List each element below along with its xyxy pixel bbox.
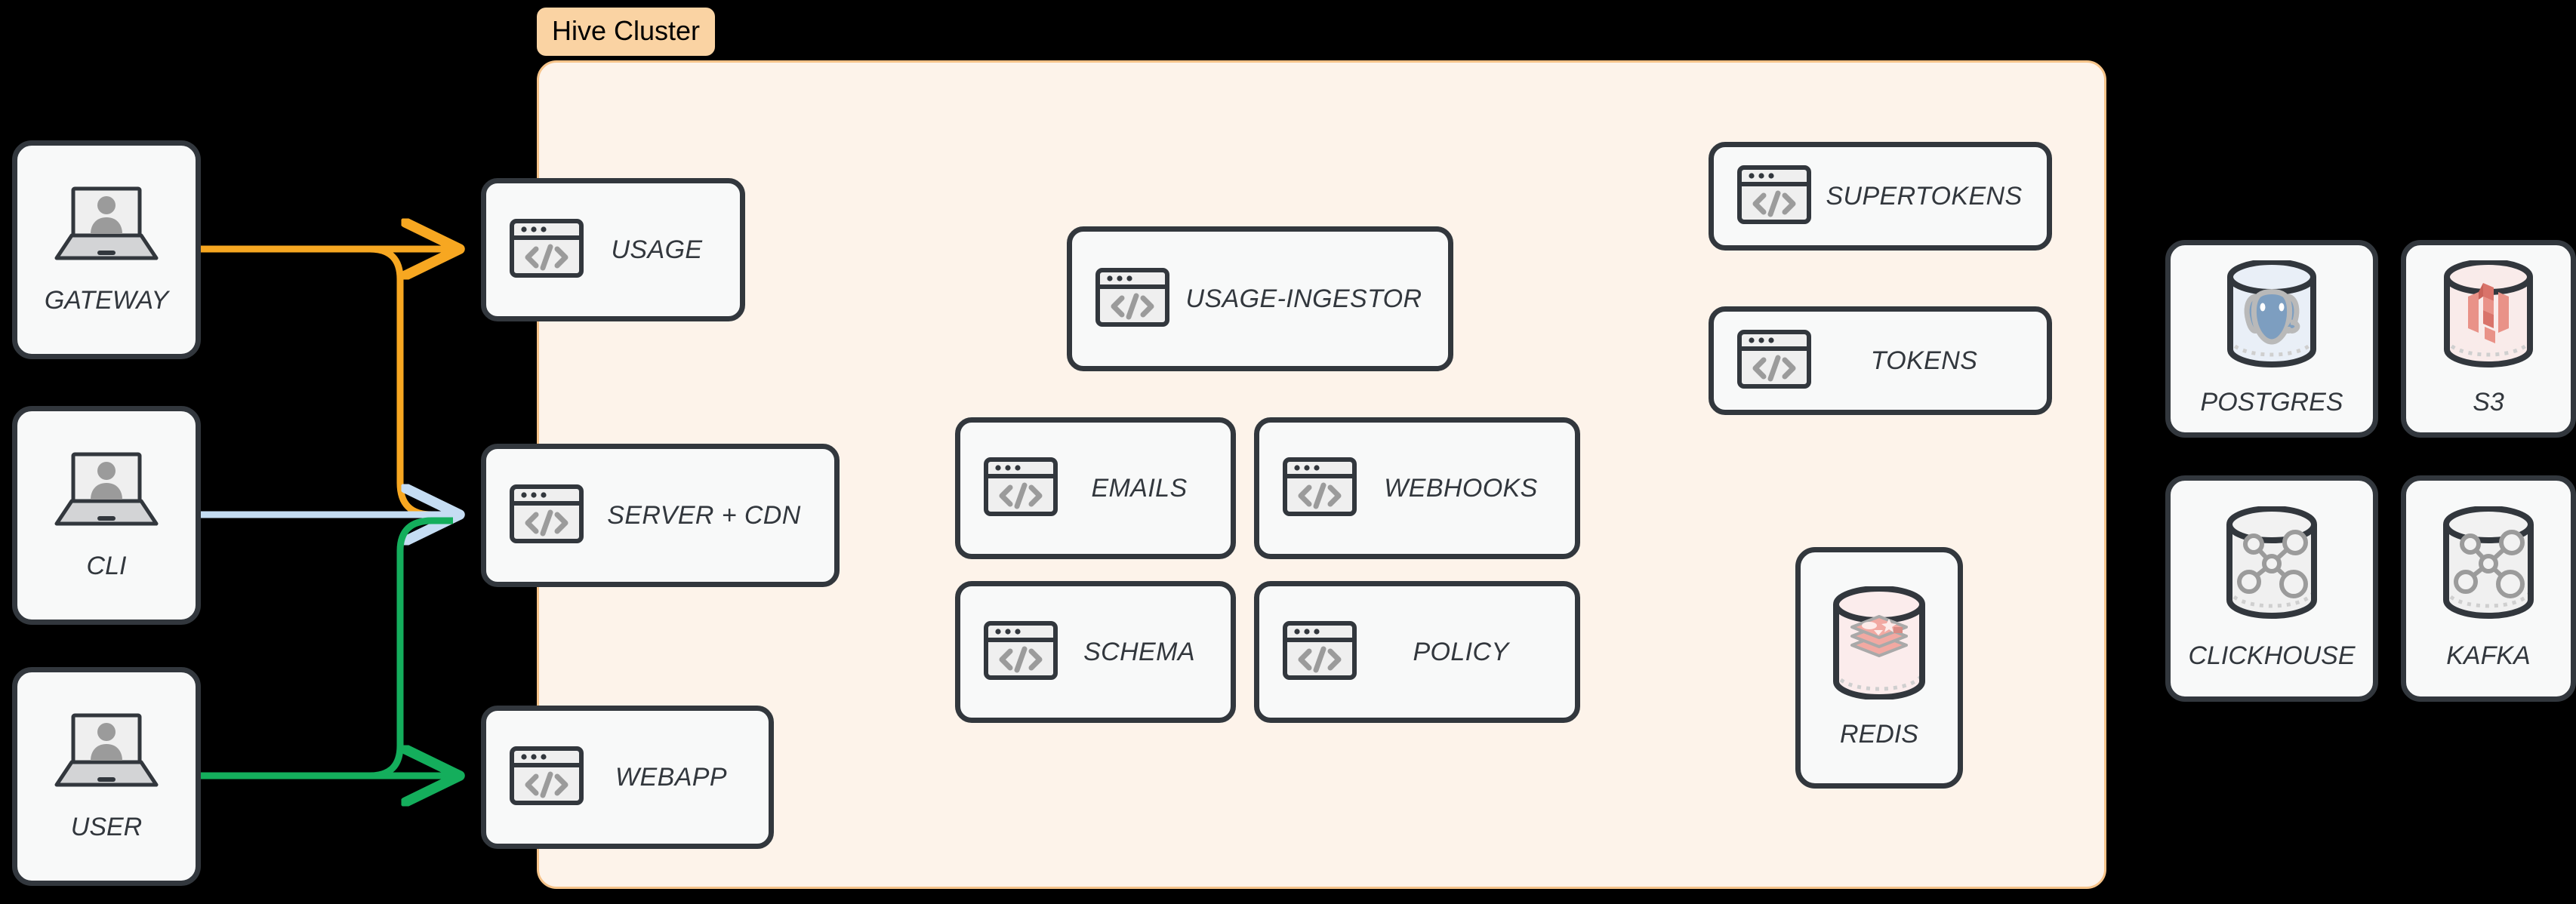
redis-database-icon xyxy=(1827,586,1931,703)
store-node-clickhouse[interactable]: CLICKHOUSE xyxy=(2165,475,2378,702)
store-label: S3 xyxy=(2473,388,2504,417)
service-node-webapp[interactable]: WEBAPP xyxy=(481,706,774,849)
service-label: SERVER + CDN xyxy=(607,500,801,530)
service-node-policy[interactable]: POLICY xyxy=(1254,581,1580,723)
service-node-tokens[interactable]: TOKENS xyxy=(1709,306,2052,415)
service-node-server-cdn[interactable]: SERVER + CDN xyxy=(481,444,840,587)
service-node-supertokens[interactable]: SUPERTOKENS xyxy=(1709,142,2052,251)
client-label: GATEWAY xyxy=(44,286,169,315)
service-node-emails[interactable]: EMAILS xyxy=(955,417,1236,559)
service-label: USAGE-INGESTOR xyxy=(1185,284,1422,313)
code-window-icon xyxy=(1736,157,1812,236)
client-label: CLI xyxy=(86,552,127,580)
service-label: TOKENS xyxy=(1870,346,1978,375)
wire-user-to-server-cdn xyxy=(201,517,453,779)
s3-database-icon xyxy=(2438,259,2539,371)
laptop-user-icon xyxy=(54,711,159,793)
service-label: USAGE xyxy=(611,235,703,264)
code-window-icon xyxy=(1282,613,1357,692)
client-node-gateway[interactable]: GATEWAY xyxy=(12,140,201,359)
laptop-user-icon xyxy=(54,450,159,532)
service-label: SUPERTOKENS xyxy=(1826,181,2023,211)
service-node-usage[interactable]: USAGE xyxy=(481,178,745,321)
postgres-database-icon xyxy=(2221,259,2322,371)
store-label: REDIS xyxy=(1840,720,1918,749)
code-window-icon xyxy=(983,613,1058,692)
service-label: SCHEMA xyxy=(1083,637,1195,666)
laptop-user-icon xyxy=(54,184,159,266)
service-label: POLICY xyxy=(1413,637,1509,666)
store-label: POSTGRES xyxy=(2200,388,2343,417)
store-label: CLICKHOUSE xyxy=(2188,641,2356,670)
client-node-cli[interactable]: CLI xyxy=(12,406,201,625)
code-window-icon xyxy=(509,211,584,290)
code-window-icon xyxy=(1736,321,1812,401)
store-label: KAFKA xyxy=(2446,641,2531,670)
client-label: USER xyxy=(70,813,143,841)
kafka-database-icon xyxy=(2436,506,2541,625)
store-node-redis[interactable]: REDIS xyxy=(1795,547,1963,789)
store-node-kafka[interactable]: KAFKA xyxy=(2401,475,2576,702)
hive-cluster-badge-label: Hive Cluster xyxy=(552,15,701,46)
service-label: WEBHOOKS xyxy=(1384,473,1538,503)
wire-gateway-to-server-cdn xyxy=(201,245,453,518)
service-node-schema[interactable]: SCHEMA xyxy=(955,581,1236,723)
code-window-icon xyxy=(1095,260,1170,339)
hive-cluster-badge: Hive Cluster xyxy=(537,8,716,56)
store-node-postgres[interactable]: POSTGRES xyxy=(2165,240,2378,438)
client-node-user[interactable]: USER xyxy=(12,667,201,886)
service-label: EMAILS xyxy=(1091,473,1188,503)
store-node-s3[interactable]: S3 xyxy=(2401,240,2576,438)
clickhouse-database-icon xyxy=(2219,506,2325,625)
code-window-icon xyxy=(509,476,584,555)
code-window-icon xyxy=(1282,449,1357,528)
code-window-icon xyxy=(983,449,1058,528)
service-node-webhooks[interactable]: WEBHOOKS xyxy=(1254,417,1580,559)
service-label: WEBAPP xyxy=(615,762,727,792)
service-node-usage-ingestor[interactable]: USAGE-INGESTOR xyxy=(1067,226,1453,371)
code-window-icon xyxy=(509,738,584,817)
